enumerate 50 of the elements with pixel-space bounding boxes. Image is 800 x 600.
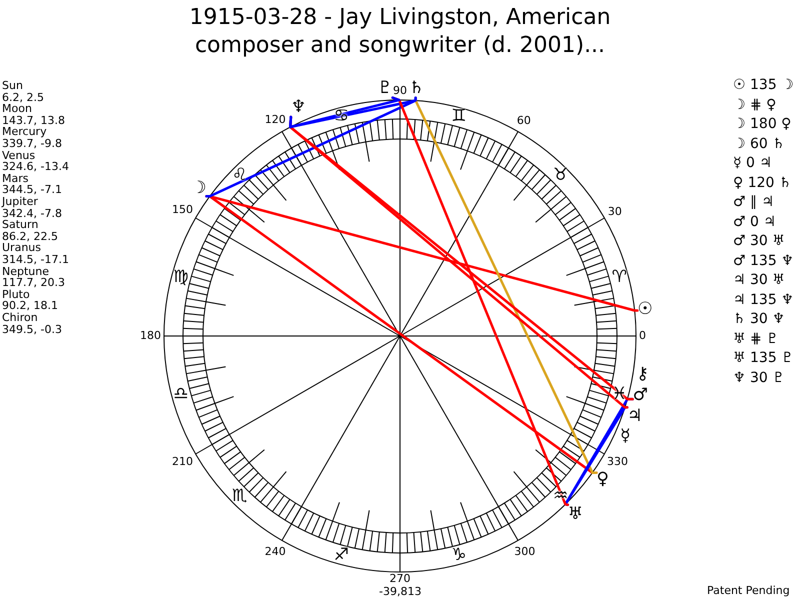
aspect-entry: ♅ 135 ♇ — [733, 351, 794, 366]
planet-name: Pluto — [2, 288, 30, 300]
planet-symbol: ♄ — [408, 79, 424, 98]
position-values: 314.5, -17.1 — [2, 254, 69, 266]
aspect-entry: ☉ 135 ☽ — [733, 78, 794, 94]
footer-note: Patent Pending — [707, 585, 790, 598]
aspect-entry: ♂ 0 ♃ — [733, 214, 776, 230]
position-values: 344.5, -7.1 — [2, 184, 62, 196]
degree-label: 270 — [390, 573, 410, 586]
chart-title: 1915-03-28 - Jay Livingston, American composer and songwriter (d. 2001)... — [188, 4, 612, 60]
chart-number: -39,813 — [379, 586, 422, 598]
planet-name: Sun — [2, 80, 23, 92]
position-values: 117.7, 20.3 — [2, 277, 65, 289]
planet-name: Saturn — [2, 219, 38, 231]
position-values: 6.2, 2.5 — [2, 92, 44, 104]
aspect-entry: ♂ 135 ♆ — [733, 254, 794, 269]
aspect-entry: ♅ ⋕ ♇ — [733, 332, 779, 347]
position-values: 342.4, -7.8 — [2, 208, 62, 220]
planet-symbol: ⚷ — [636, 364, 649, 384]
position-values: 339.7, -9.8 — [2, 138, 62, 150]
aspect-entry: ☿ 0 ♃ — [733, 156, 772, 172]
position-values: 90.2, 18.1 — [2, 300, 58, 312]
degree-label: 90 — [393, 85, 407, 98]
planet-name: Jupiter — [2, 196, 38, 208]
planet-name: Mars — [2, 172, 28, 184]
planet-name: Moon — [2, 103, 32, 115]
aspect-entry: ♃ 135 ♆ — [733, 292, 794, 308]
aspect-entry: ♆ 30 ♇ — [733, 370, 785, 386]
aspect-entry: ☽ ⋕ ♀ — [733, 98, 776, 113]
aspect-entry: ☽ 180 ♀ — [733, 117, 792, 132]
planet-name: Uranus — [2, 242, 41, 254]
aspect-entry: ♀ 120 ♄ — [733, 176, 792, 191]
planet-symbol: ♂ — [632, 386, 648, 406]
planet-symbol: ☉ — [638, 300, 653, 319]
planet-name: Neptune — [2, 266, 50, 278]
planet-name: Mercury — [2, 126, 47, 138]
planet-name: Venus — [2, 150, 36, 162]
position-values: 349.5, -0.3 — [2, 324, 62, 336]
position-values: 324.6, -13.4 — [2, 161, 69, 173]
aspect-entry: ♃ 30 ♅ — [733, 273, 785, 288]
aspect-entry: ♄ 30 ♆ — [733, 312, 785, 328]
aspect-entry: ♂ ∥ ♃ — [733, 195, 774, 210]
planet-symbol: ♇ — [377, 79, 393, 98]
aspect-entry: ☽ 60 ♄ — [733, 136, 785, 152]
position-values: 143.7, 13.8 — [2, 114, 65, 126]
planet-name: Chiron — [2, 312, 38, 324]
position-values: 86.2, 22.5 — [2, 230, 58, 242]
degree-label: 180 — [140, 330, 161, 342]
degree-label: 0 — [639, 330, 646, 342]
aspect-entry: ♂ 30 ♅ — [733, 234, 785, 250]
